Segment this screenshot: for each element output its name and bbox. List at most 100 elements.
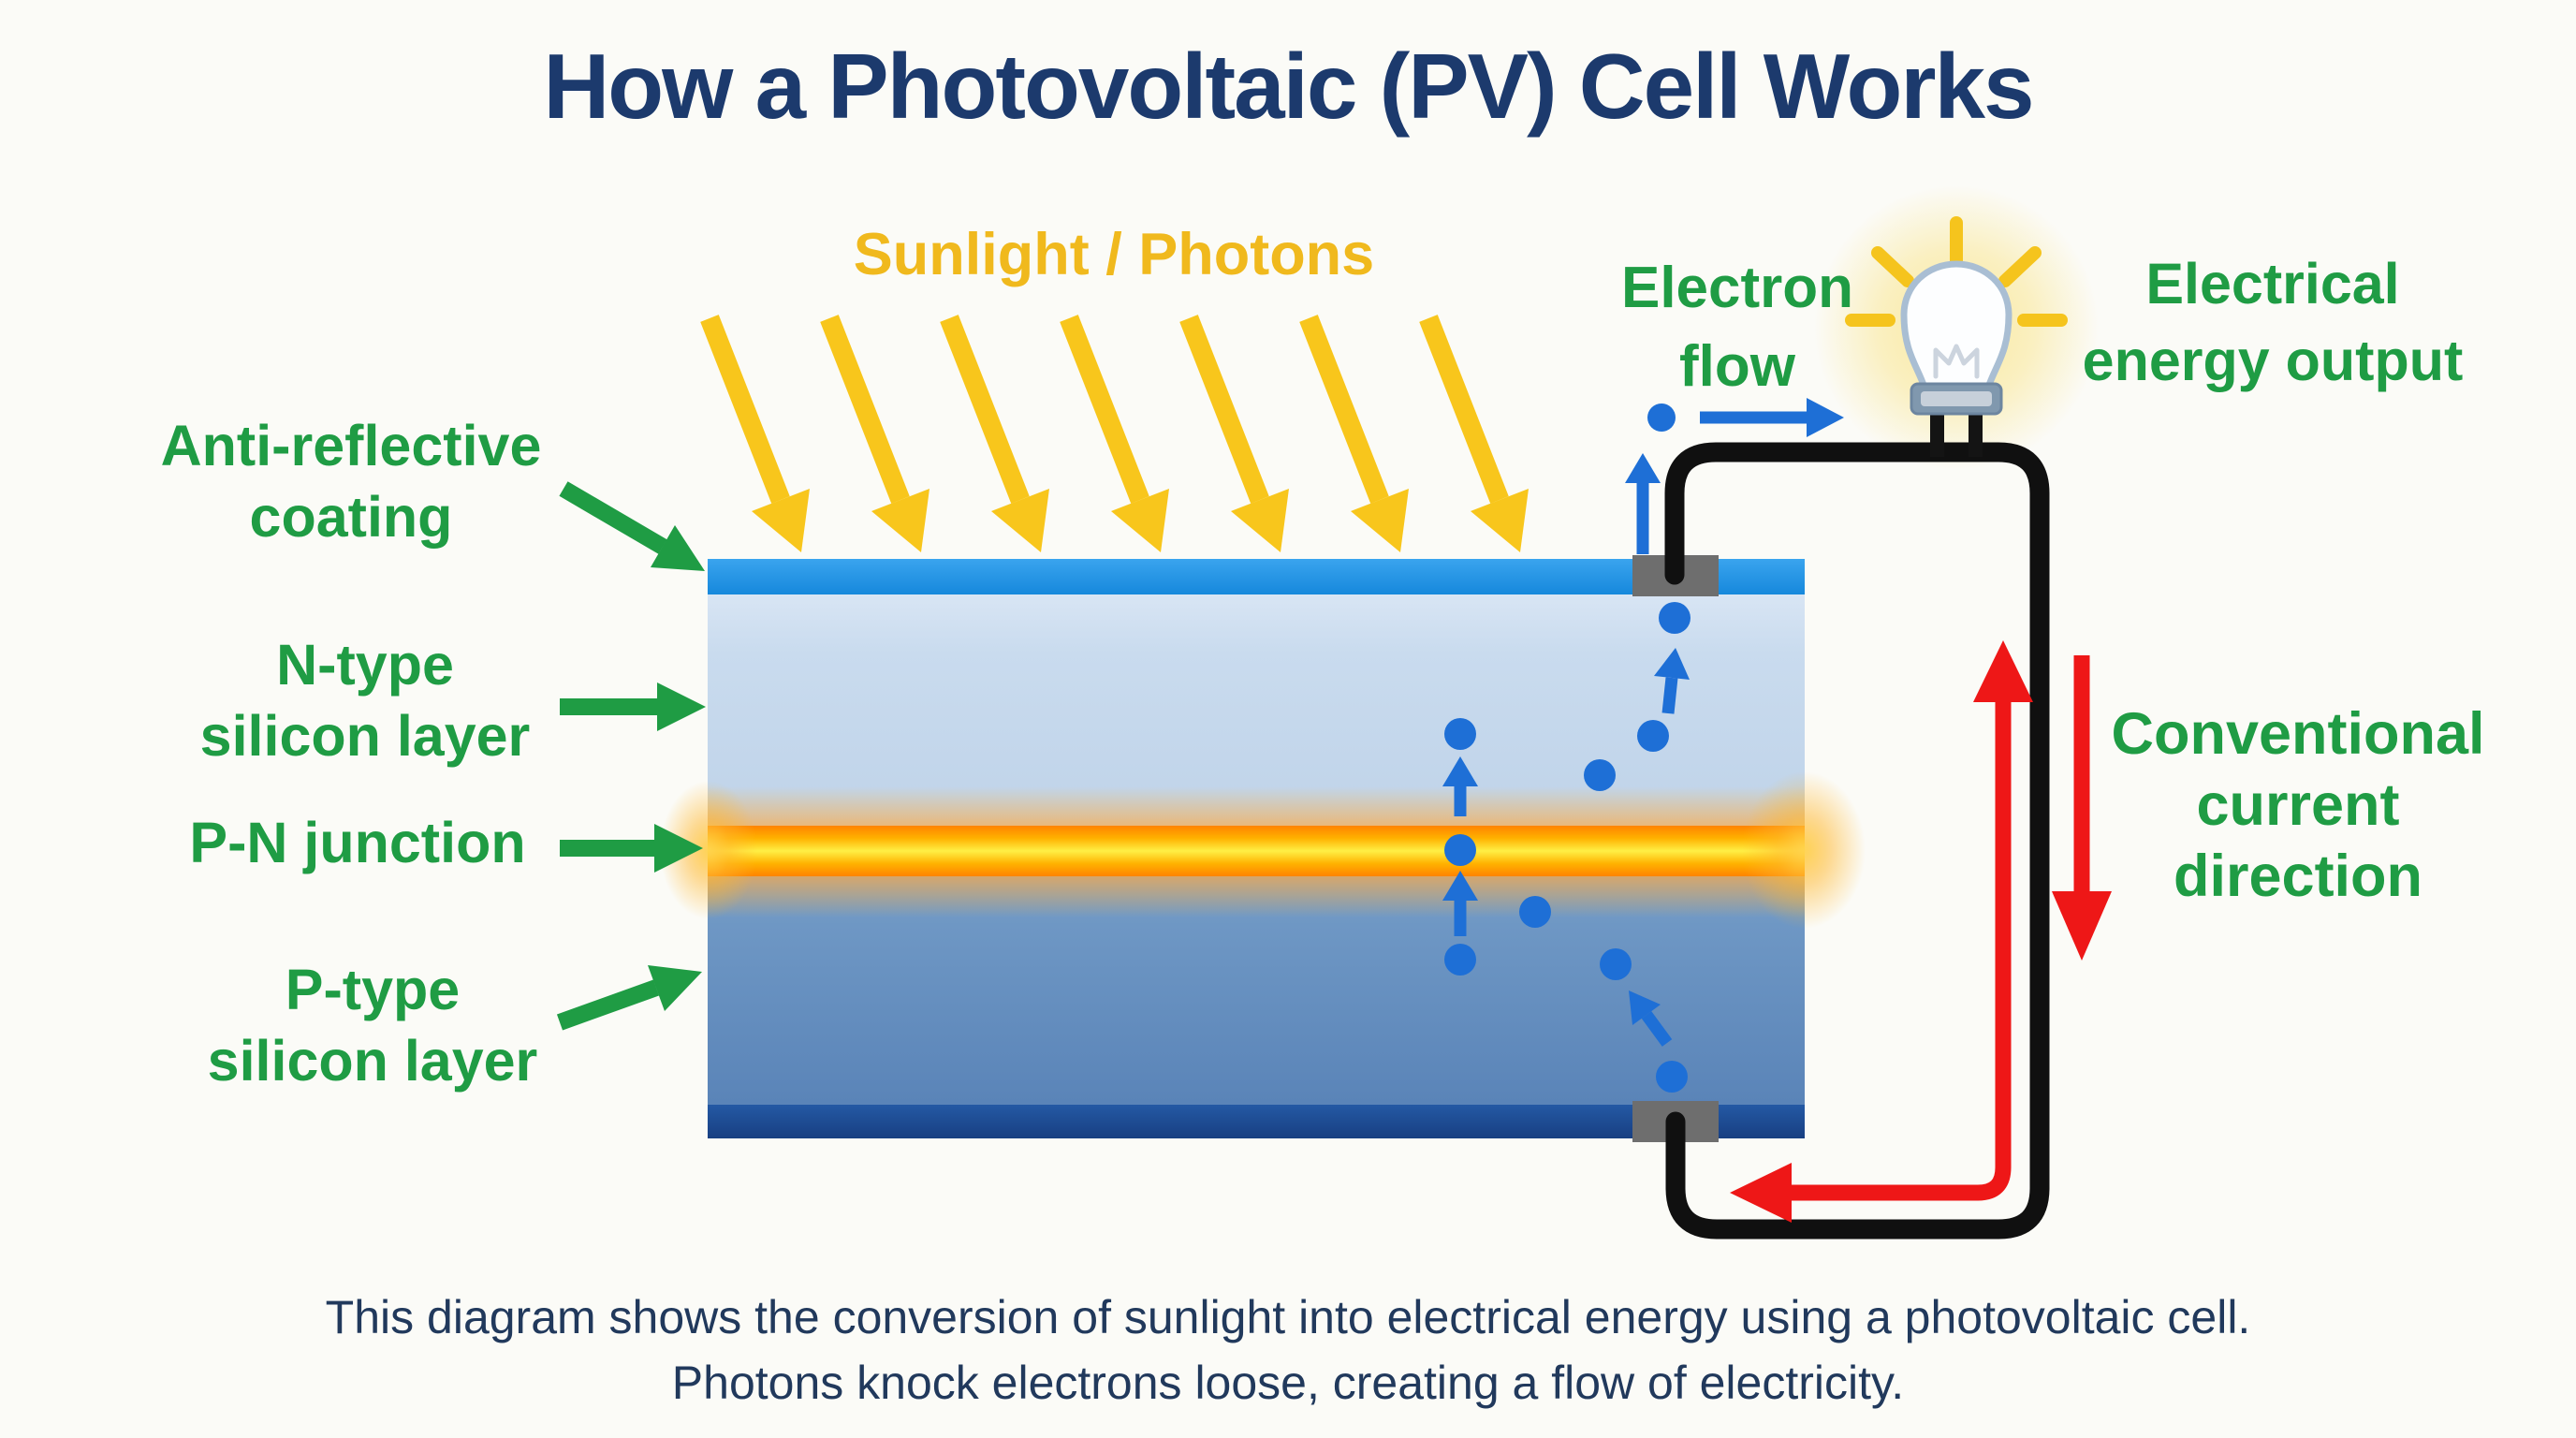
arrow-shaft	[1661, 677, 1678, 714]
bulb-right-lead	[1969, 412, 1983, 457]
sun-ray-shaft	[1419, 315, 1509, 504]
label-line: silicon layer	[207, 1029, 538, 1093]
pn-junction-band	[708, 826, 1805, 876]
sun-ray-shaft	[940, 315, 1030, 504]
junction-edge-glow-right	[1742, 771, 1866, 929]
label-line: Conventional	[2111, 701, 2485, 767]
arrow-shaft	[1641, 1011, 1673, 1047]
conventional-current-arrows	[1730, 640, 2112, 1223]
electron-arrow-up	[1442, 756, 1478, 816]
p-type-arrow	[556, 965, 702, 1031]
circuit-wire	[1664, 442, 2050, 1240]
sun-ray-arrows	[700, 315, 1529, 552]
sun-ray-head	[752, 489, 810, 552]
n-type-arrow	[560, 682, 706, 731]
electron-dot	[1600, 948, 1632, 980]
bulb-rays	[1845, 216, 2068, 327]
bulb-filament	[1933, 344, 1980, 379]
electrical-energy-output-label: Electrical energy output	[1992, 245, 2554, 399]
p-type-silicon-label: P-type silicon layer	[87, 954, 658, 1096]
light-bulb-icon	[1845, 216, 2068, 416]
arrow-head	[654, 824, 703, 873]
layer-back-contact-rect	[708, 1105, 1805, 1138]
sun-ray-head	[1351, 489, 1409, 552]
sun-ray-shaft	[820, 315, 910, 504]
electron-arrow-right	[1700, 398, 1844, 437]
anti-reflective-coating-label: Anti-reflective coating	[66, 410, 637, 552]
label-line: Electrical	[2145, 252, 2400, 315]
arrow-head	[1629, 990, 1661, 1025]
electron-dot	[1656, 1061, 1688, 1093]
arrow-head	[1625, 453, 1661, 483]
pn-junction-label: P-N junction	[72, 807, 643, 878]
electron-dot	[1519, 896, 1551, 928]
electron-arrow-up-left	[1629, 990, 1673, 1047]
sun-ray-arrow	[820, 315, 929, 552]
arrow-head	[1807, 398, 1844, 437]
sun-ray-head	[1111, 489, 1169, 552]
sun-ray-head	[1231, 489, 1289, 552]
sun-ray-shaft	[1179, 315, 1269, 504]
label-line: Anti-reflective	[160, 414, 542, 477]
label-line: flow	[1679, 334, 1795, 399]
conventional-current-label: Conventional current direction	[2017, 698, 2576, 912]
electron-arrow-up	[1625, 453, 1661, 554]
electron-flow-label: Electron flow	[1456, 249, 2018, 406]
electron-arrow-up	[1654, 648, 1690, 714]
arrow-head	[1442, 871, 1478, 901]
sun-ray-arrow	[1060, 315, 1169, 552]
electron-dot	[1637, 720, 1669, 752]
bulb-glass	[1900, 260, 2012, 391]
bulb-base-band	[1921, 391, 1992, 406]
electron-dot	[1584, 759, 1616, 791]
sun-ray-arrow	[940, 315, 1049, 552]
electron-dot	[1444, 718, 1476, 750]
sun-ray-shaft	[700, 315, 790, 504]
arrow-head	[651, 525, 705, 571]
electron-dot	[1647, 404, 1676, 432]
label-line: N-type	[276, 633, 454, 697]
arrow-head	[1654, 648, 1690, 680]
sun-ray-head	[991, 489, 1049, 552]
electron-dot	[1659, 602, 1690, 634]
label-line: energy output	[2082, 329, 2464, 392]
label-line: P-N junction	[189, 811, 526, 874]
n-type-silicon-label: N-type silicon layer	[80, 629, 651, 771]
electron-path	[1442, 398, 1844, 1093]
electron-arrow-up	[1442, 871, 1478, 936]
caption-line: Photons knock electrons loose, creating …	[671, 1357, 1905, 1409]
label-line: direction	[2173, 844, 2423, 909]
sun-ray-shaft	[1299, 315, 1389, 504]
junction-edge-glow-left	[660, 781, 757, 919]
anti-reflective-arrow	[559, 481, 705, 571]
label-line: coating	[249, 485, 453, 549]
sun-ray-head	[1471, 489, 1529, 552]
sun-ray-shaft	[1060, 315, 1149, 504]
electron-dot	[1444, 944, 1476, 976]
caption: This diagram shows the conversion of sun…	[0, 1284, 2576, 1416]
arrow-head	[648, 965, 702, 1011]
page-title: How a Photovoltaic (PV) Cell Works	[543, 35, 2034, 138]
circuit	[1664, 412, 2112, 1240]
caption-line: This diagram shows the conversion of sun…	[325, 1291, 2251, 1343]
arrow-head	[1442, 756, 1478, 786]
sun-ray-arrow	[1419, 315, 1529, 552]
electron-dot	[1444, 834, 1476, 866]
arrow-shaft	[559, 481, 667, 554]
sun-ray-arrow	[700, 315, 810, 552]
arrow-shaft	[556, 979, 660, 1031]
sun-ray-arrow	[1299, 315, 1409, 552]
layer-coating-rect	[708, 559, 1805, 594]
label-line: silicon layer	[199, 704, 531, 768]
current-loop-path	[1780, 661, 2012, 1201]
sun-ray-head	[871, 489, 929, 552]
current-down-arrowhead	[2052, 891, 2112, 961]
pn-junction-arrow	[560, 824, 703, 873]
sunlight-photons-label: Sunlight / Photons	[853, 222, 1375, 287]
sun-ray-arrow	[1179, 315, 1289, 552]
bulb-left-lead	[1930, 412, 1944, 457]
label-line: P-type	[285, 958, 461, 1021]
label-line: Electron	[1620, 256, 1854, 320]
